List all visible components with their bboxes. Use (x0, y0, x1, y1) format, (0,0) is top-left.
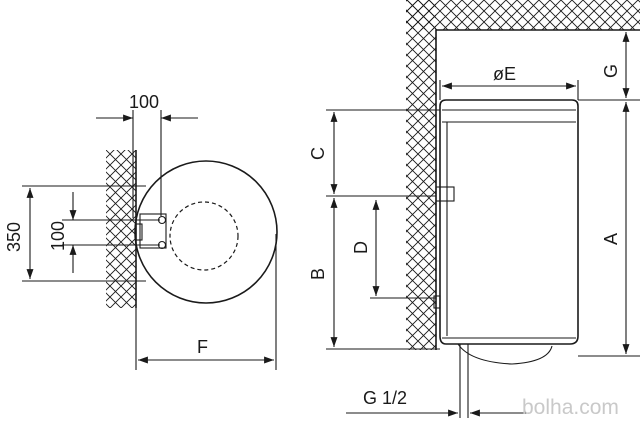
dim-label-D: D (351, 241, 371, 254)
lower-support (433, 295, 441, 309)
dim-label-G12: G 1/2 (363, 388, 407, 408)
wall-hatch-vertical (406, 0, 436, 350)
dim-label-F: F (197, 337, 208, 357)
dim-label-100-top: 100 (129, 92, 159, 112)
wall-face-side-view (435, 29, 640, 350)
dim-label-G: G (601, 64, 621, 78)
mounting-bracket (139, 213, 167, 249)
top-view: 100 350 100 F (4, 92, 278, 370)
dim-label-A: A (601, 233, 621, 245)
bracket-plate (135, 223, 143, 241)
side-view: øE G A C B D G 1/2 (308, 0, 640, 418)
hidden-flange-circle (169, 201, 239, 271)
wall-hatch-top-view (106, 150, 136, 308)
dim-label-B: B (308, 268, 328, 280)
dim-label-E: øE (493, 64, 516, 84)
tank-body (439, 99, 579, 345)
wall-bracket (435, 186, 455, 202)
ceiling-hatch (406, 0, 640, 30)
bottom-cap (457, 343, 553, 365)
dim-label-C: C (308, 147, 328, 160)
tank-outline-circle (134, 160, 278, 304)
dim-label-350: 350 (4, 222, 24, 252)
watermark-text: bolha.com (522, 396, 619, 419)
dim-label-100-side: 100 (48, 221, 68, 251)
